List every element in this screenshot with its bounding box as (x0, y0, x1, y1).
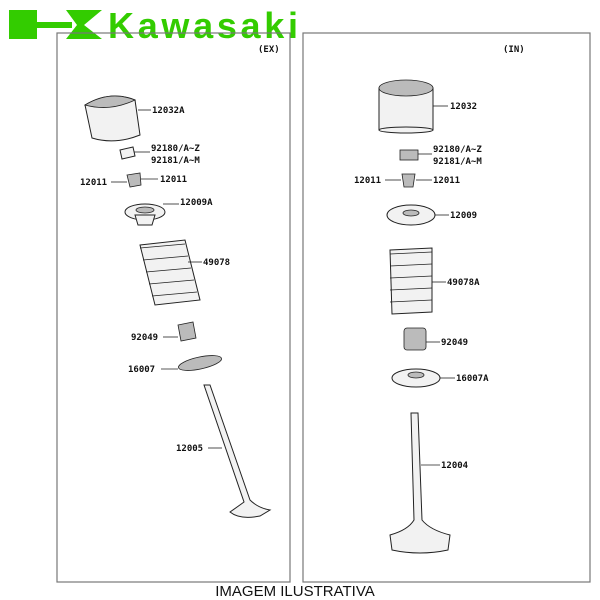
ex-title: (EX) (258, 45, 280, 55)
svg-text:49078: 49078 (203, 258, 230, 268)
svg-text:92181/A~M: 92181/A~M (151, 156, 200, 166)
svg-text:12011: 12011 (354, 176, 381, 186)
svg-text:12009: 12009 (450, 211, 477, 221)
svg-text:92180/A~Z: 92180/A~Z (151, 144, 200, 154)
svg-text:12032: 12032 (450, 102, 477, 112)
kawasaki-logo: Kawasaki (9, 5, 298, 46)
svg-text:12004: 12004 (441, 461, 469, 471)
svg-text:16007A: 16007A (456, 374, 489, 384)
svg-text:92180/A~Z: 92180/A~Z (433, 145, 482, 155)
svg-text:49078A: 49078A (447, 278, 480, 288)
ex-valve (203, 384, 272, 518)
ex-tappet (83, 95, 141, 142)
svg-text:92181/A~M: 92181/A~M (433, 157, 482, 167)
svg-text:12011: 12011 (80, 178, 107, 188)
in-cotter (401, 173, 416, 188)
svg-text:92049: 92049 (131, 333, 158, 343)
svg-text:12009A: 12009A (180, 198, 213, 208)
in-spring (389, 247, 433, 315)
svg-text:16007: 16007 (128, 365, 155, 375)
ex-spring-seat (178, 355, 222, 371)
caption: IMAGEM ILUSTRATIVA (215, 583, 375, 600)
ex-shim (119, 146, 136, 160)
in-panel (302, 32, 591, 583)
svg-text:12032A: 12032A (152, 106, 185, 116)
ex-spring (139, 239, 201, 306)
svg-text:12005: 12005 (176, 444, 203, 454)
ex-cotter (126, 172, 142, 188)
svg-text:92049: 92049 (441, 338, 468, 348)
ex-panel (56, 32, 291, 583)
svg-text:12011: 12011 (433, 176, 460, 186)
in-valve (389, 412, 451, 554)
svg-text:12011: 12011 (160, 175, 187, 185)
ex-retainer (124, 203, 166, 226)
in-shim (399, 149, 419, 161)
in-spring-seat (391, 368, 441, 388)
svg-text:Kawasaki: Kawasaki (108, 5, 298, 46)
ex-seal (177, 321, 197, 342)
in-seal (403, 327, 427, 351)
in-retainer (386, 204, 436, 226)
in-tappet (378, 79, 434, 134)
in-title: (IN) (503, 45, 525, 55)
